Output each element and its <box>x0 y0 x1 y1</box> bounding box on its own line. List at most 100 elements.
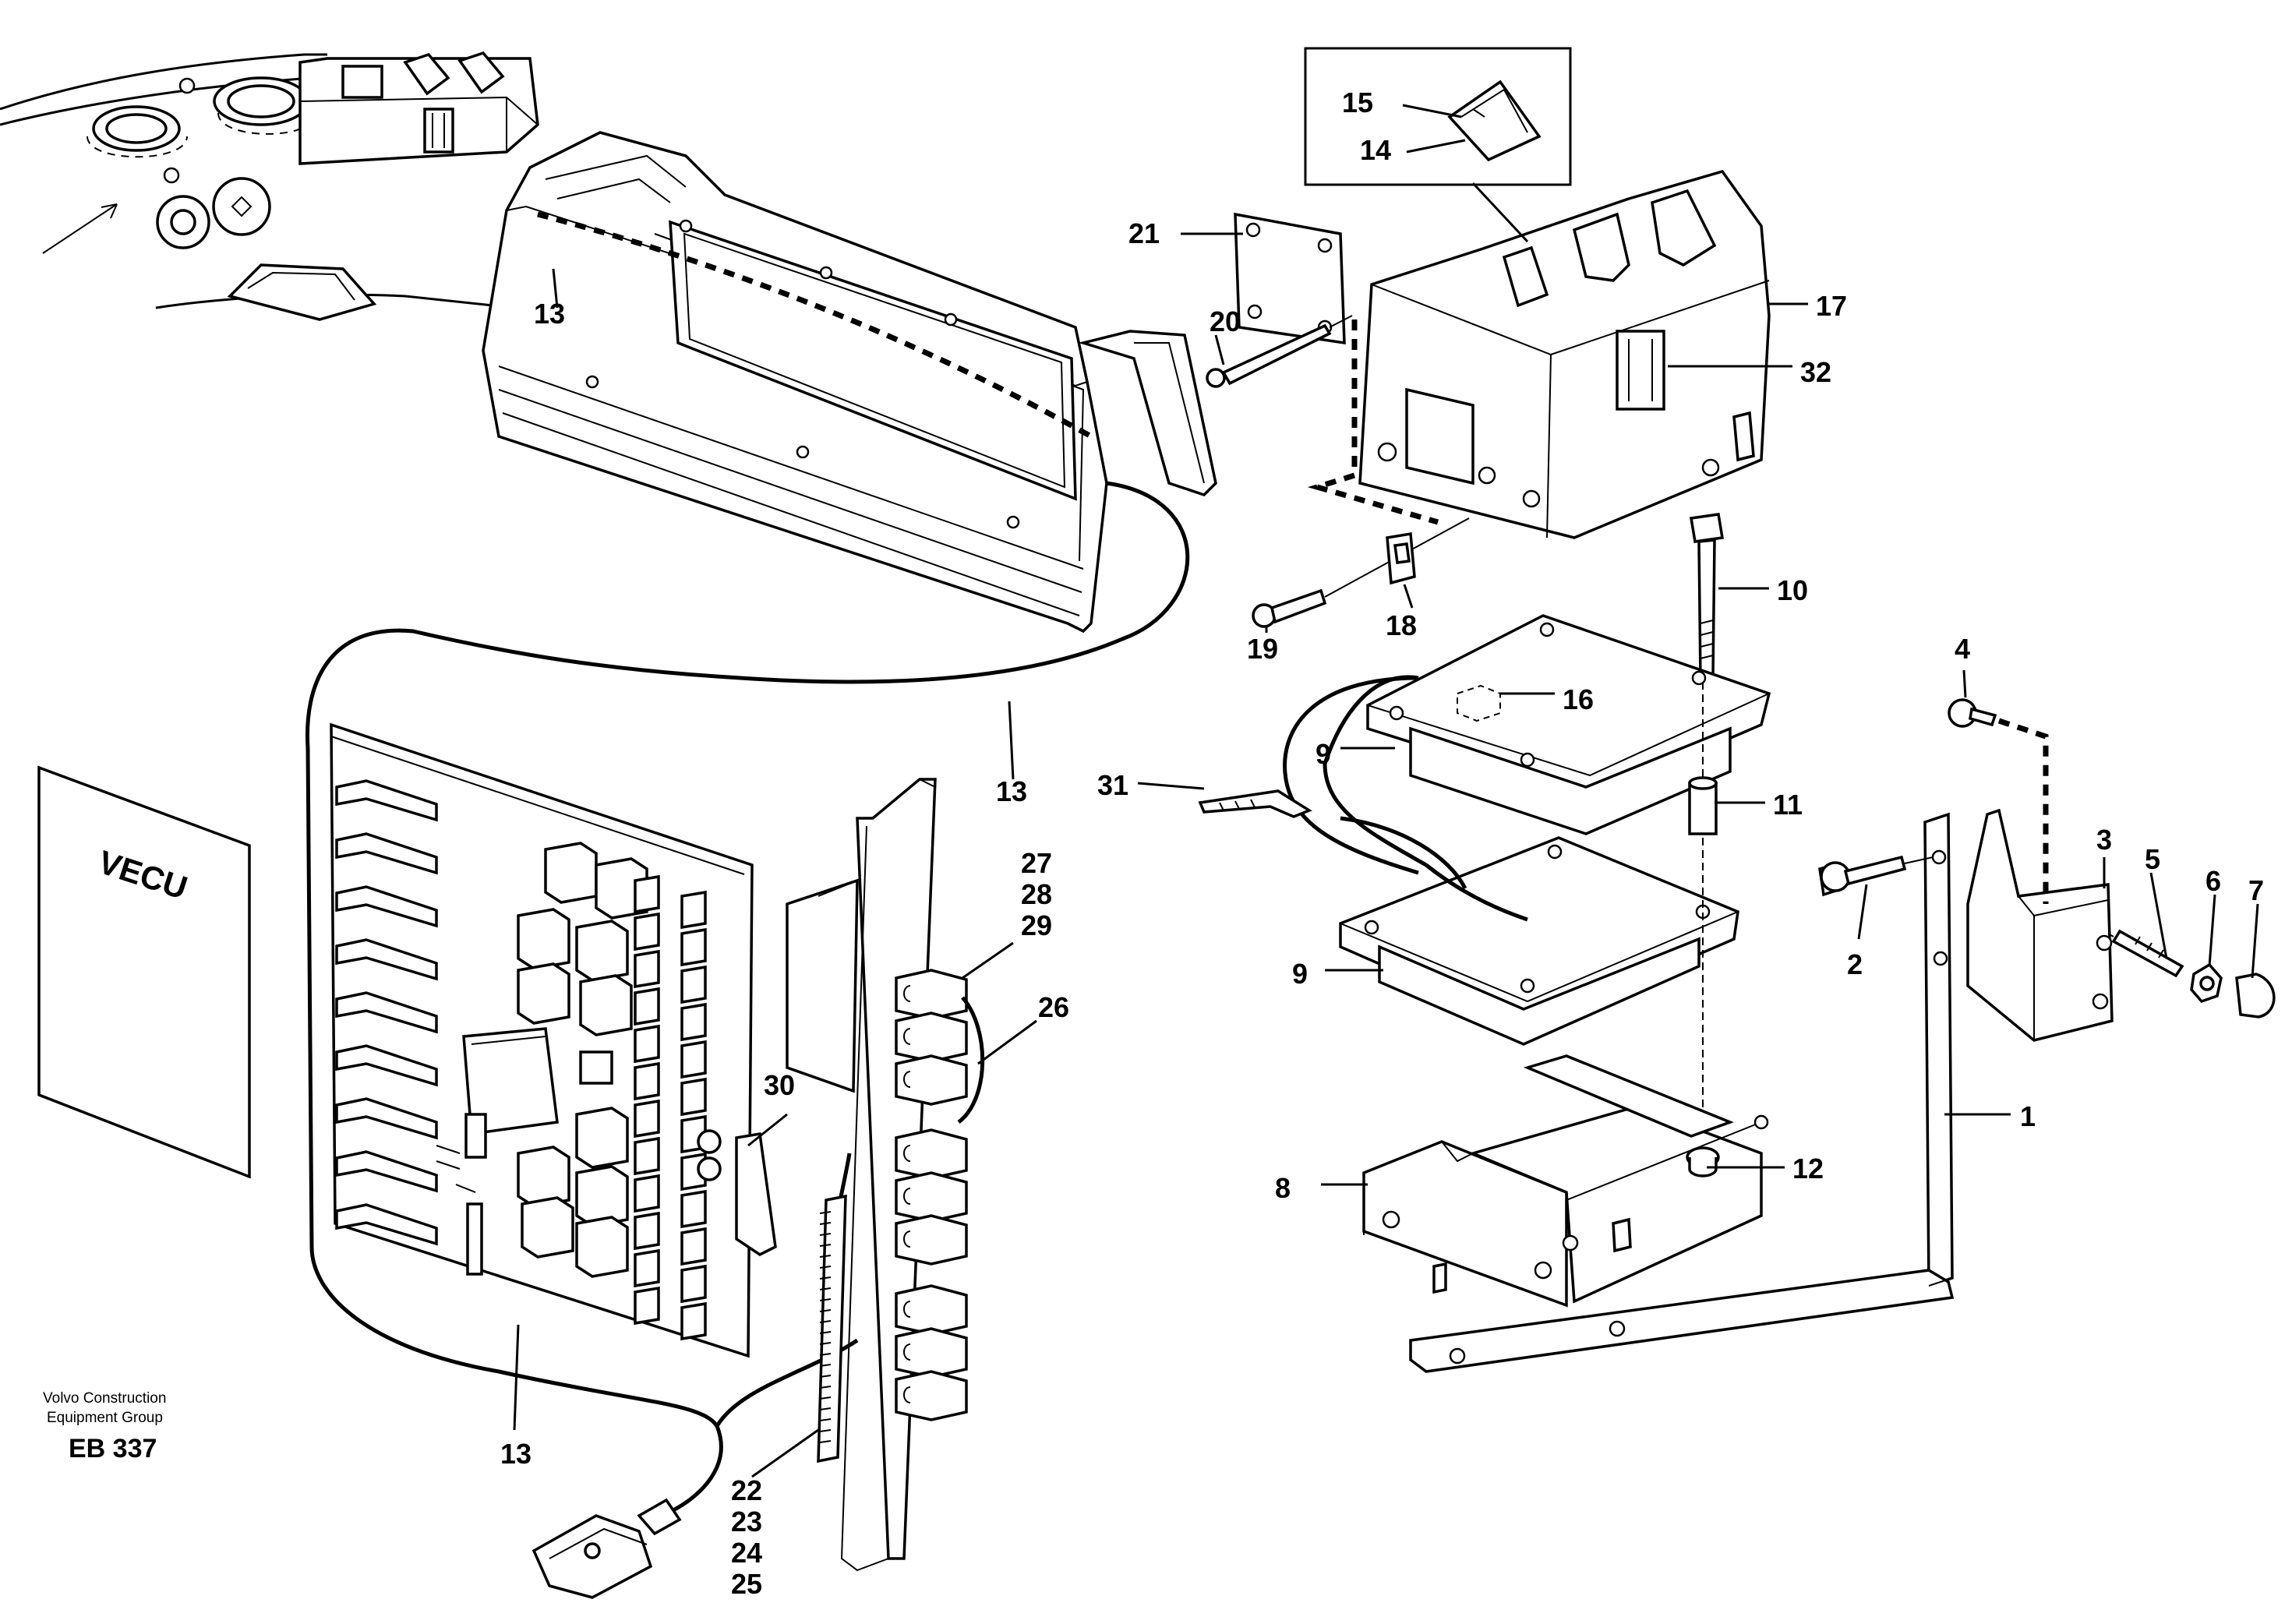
callout-32: 32 <box>1800 356 1831 388</box>
vecu-document <box>37 765 251 1179</box>
fuse <box>680 1189 707 1229</box>
relay <box>579 974 633 1036</box>
callout-11: 11 <box>1773 789 1803 821</box>
callout-13-bottom: 13 <box>500 1438 532 1470</box>
switch-housing <box>1307 169 1771 539</box>
terminal-strip-22-25 <box>817 1194 847 1463</box>
fuse <box>634 874 660 914</box>
fuse <box>634 1136 660 1176</box>
board-fuses <box>634 874 707 1341</box>
relay <box>575 1107 629 1169</box>
callout-2: 2 <box>1847 948 1863 980</box>
fuse <box>680 890 707 930</box>
publisher-line-1: Volvo Construction <box>43 1390 166 1407</box>
leader-lines <box>513 104 2259 1478</box>
fuse <box>634 987 660 1026</box>
callout-16: 16 <box>1563 683 1594 715</box>
publisher-line-2: Equipment Group <box>47 1410 163 1426</box>
callout-27: 27 <box>1021 847 1052 879</box>
bolt-2 <box>1818 855 1934 897</box>
callout-22: 22 <box>731 1474 762 1506</box>
callout-9-upper: 9 <box>1316 738 1331 770</box>
switch-detail-inset <box>1304 47 1572 243</box>
cable-tie-31 <box>1198 789 1312 818</box>
relay <box>575 1165 629 1227</box>
callout-12: 12 <box>1792 1153 1824 1184</box>
fuse <box>680 1077 707 1117</box>
nut-12 <box>1686 1146 1720 1177</box>
callout-7: 7 <box>2248 874 2264 906</box>
edge-connector <box>335 1097 438 1140</box>
support-arm-1 <box>1409 812 1955 1373</box>
callout-1: 1 <box>2020 1100 2036 1132</box>
bolt-10 <box>1689 513 1725 681</box>
switch-panel-context-icon <box>298 51 539 165</box>
drawing-code: EB 337 <box>69 1434 157 1463</box>
callout-14: 14 <box>1360 134 1391 166</box>
vecu-circuit-board <box>330 722 754 1358</box>
callout-26: 26 <box>1038 991 1069 1023</box>
callout-18: 18 <box>1386 609 1417 641</box>
rail-connector <box>895 1171 968 1223</box>
fuse <box>680 927 707 967</box>
relay <box>521 1196 574 1259</box>
callout-13-top: 13 <box>534 298 565 330</box>
callout-5: 5 <box>2145 843 2160 875</box>
callout-31: 31 <box>1097 769 1128 801</box>
part-callouts: 15 14 13 21 20 17 32 1 9 18 10 16 9 31 13… <box>43 86 2264 1600</box>
fuse <box>680 1227 707 1266</box>
callout-23: 23 <box>731 1506 762 1538</box>
fuse <box>680 1040 707 1079</box>
upper-mounting-plate <box>1366 614 1771 835</box>
callout-21: 21 <box>1128 217 1160 249</box>
callout-13-middle: 13 <box>996 775 1027 807</box>
edge-connector <box>335 1044 438 1087</box>
callout-24: 24 <box>731 1537 762 1569</box>
cover-plate <box>1234 212 1346 345</box>
fuse <box>634 1024 660 1064</box>
callout-8: 8 <box>1275 1172 1291 1204</box>
connector-bracket-30 <box>697 1129 777 1257</box>
callout-15: 15 <box>1342 86 1373 118</box>
fuse <box>634 1211 660 1251</box>
callout-10: 10 <box>1777 574 1808 606</box>
edge-connector <box>335 1150 438 1193</box>
relay <box>575 920 629 982</box>
callout-17: 17 <box>1816 290 1847 322</box>
stud-5 <box>2107 929 2184 978</box>
callout-4: 4 <box>1955 633 1970 665</box>
rail-connector <box>895 1011 968 1063</box>
relay <box>575 1216 629 1278</box>
callout-9-lower: 9 <box>1292 958 1308 990</box>
relay <box>517 908 570 970</box>
callout-20: 20 <box>1210 305 1241 337</box>
clip-bracket-18 <box>1386 531 1416 585</box>
relay-housing <box>786 878 859 1093</box>
rail-connector-modules <box>895 969 968 1421</box>
relay <box>517 1146 570 1208</box>
edge-connector <box>335 832 438 875</box>
lower-mounting-plate <box>1339 836 1739 1046</box>
mounting-bracket-8 <box>1362 1054 1769 1308</box>
fuse <box>634 1099 660 1139</box>
rail-connector <box>895 1054 968 1106</box>
rail-connector <box>895 1214 968 1266</box>
fuse <box>680 1002 707 1042</box>
callout-29: 29 <box>1021 909 1052 941</box>
fuse <box>634 1061 660 1101</box>
dashboard-cover-panel <box>482 131 1217 634</box>
angle-bracket-3 <box>1966 808 2114 1042</box>
relay <box>544 842 598 904</box>
fuse <box>680 1301 707 1341</box>
edge-connector <box>335 1203 438 1246</box>
fuse <box>634 1286 660 1326</box>
callout-30: 30 <box>764 1069 795 1101</box>
cable-plug <box>532 1498 682 1599</box>
screw-19 <box>1252 517 1470 628</box>
rail-connector <box>895 1327 968 1379</box>
rail-connector <box>895 1284 968 1336</box>
cap-nut-7 <box>2235 973 2276 1019</box>
board-relays <box>517 842 648 1278</box>
edge-connector <box>335 885 438 928</box>
